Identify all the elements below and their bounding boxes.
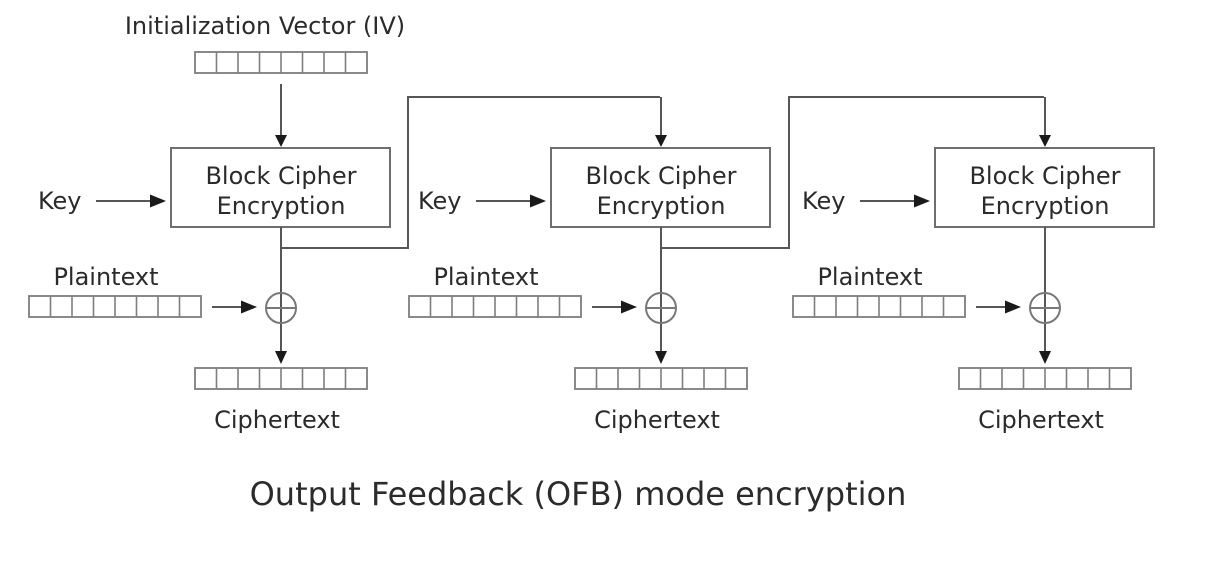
cipher-output-line [275, 227, 287, 364]
block-cipher-label-line2: Encryption [981, 192, 1110, 220]
iv-arrow [275, 84, 287, 147]
cipher-output-line [655, 227, 667, 364]
diagram-title: Output Feedback (OFB) mode encryption [250, 475, 907, 513]
plaintext-register [792, 295, 966, 318]
key-label: Key [38, 187, 82, 215]
key-arrow [860, 194, 930, 208]
iv-register [194, 51, 368, 74]
key-label: Key [802, 187, 846, 215]
block-cipher-label-line2: Encryption [597, 192, 726, 220]
ciphertext-label: Ciphertext [214, 406, 340, 434]
plaintext-arrow [212, 300, 257, 314]
block-cipher-label-line1: Block Cipher [205, 162, 356, 190]
ciphertext-register [574, 367, 748, 390]
block-cipher-label-line1: Block Cipher [585, 162, 736, 190]
ciphertext-label: Ciphertext [978, 406, 1104, 434]
block-cipher-box [550, 147, 771, 228]
cipher-output-line [1039, 227, 1051, 364]
plaintext-arrow [976, 300, 1021, 314]
unit-2: Key Block Cipher Encryption Plaintext Ci… [408, 96, 1051, 434]
ciphertext-register [194, 367, 368, 390]
iv-label: Initialization Vector (IV) [125, 12, 405, 40]
plaintext-arrow [592, 300, 637, 314]
ciphertext-register [958, 367, 1132, 390]
unit-3: Key Block Cipher Encryption Plaintext Ci… [792, 147, 1155, 434]
ciphertext-label: Ciphertext [594, 406, 720, 434]
key-label: Key [418, 187, 462, 215]
plaintext-label: Plaintext [53, 263, 158, 291]
key-arrow [476, 194, 546, 208]
feedback-line [282, 96, 667, 249]
block-cipher-box [934, 147, 1155, 228]
plaintext-register [28, 295, 202, 318]
plaintext-register [408, 295, 582, 318]
block-cipher-label-line1: Block Cipher [969, 162, 1120, 190]
feedback-line [662, 96, 1051, 249]
key-arrow [96, 194, 166, 208]
unit-1: Key Block Cipher Encryption Plaintext Ci… [28, 96, 667, 434]
block-cipher-label-line2: Encryption [217, 192, 346, 220]
plaintext-label: Plaintext [817, 263, 922, 291]
plaintext-label: Plaintext [433, 263, 538, 291]
